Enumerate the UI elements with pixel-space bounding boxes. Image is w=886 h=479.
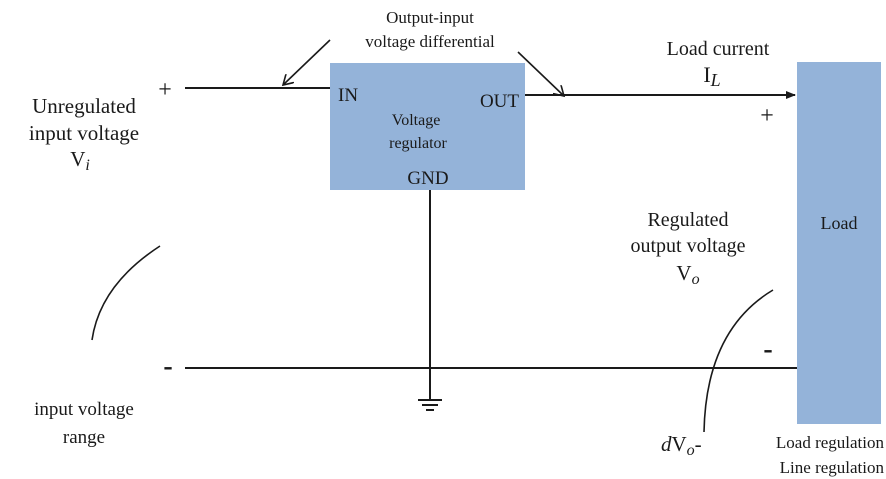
regulation-delta-symbol: dVo- (661, 432, 702, 459)
pin-gnd-label: GND (407, 168, 448, 189)
load-regulation-label: Load regulation (776, 433, 885, 452)
load-box (797, 62, 881, 424)
input-label-line2: input voltage (29, 121, 139, 145)
differential-arrow-left (283, 39, 331, 85)
output-range-arc (703, 289, 774, 433)
input-minus-sign: - (163, 351, 172, 382)
output-label-line2: output voltage (631, 235, 746, 257)
load-current-label: Load current (667, 38, 770, 60)
load-label: Load (821, 213, 858, 233)
input-voltage-symbol: Vi (70, 147, 90, 174)
load-current-symbol: IL (703, 62, 720, 90)
input-range-arc (91, 245, 161, 341)
regulator-name-line2: regulator (389, 135, 447, 152)
input-plus-sign: + (158, 77, 172, 103)
output-voltage-symbol: Vo (676, 261, 699, 288)
input-range-label-line1: input voltage (34, 399, 134, 420)
line-regulation-label: Line regulation (780, 458, 885, 477)
input-label-line1: Unregulated (32, 94, 136, 118)
regulator-name-line1: Voltage (392, 112, 441, 129)
output-minus-sign: - (763, 334, 772, 365)
pin-out-label: OUT (480, 91, 519, 112)
output-plus-sign: + (760, 103, 774, 129)
pin-in-label: IN (338, 85, 358, 106)
input-range-label-line2: range (63, 427, 105, 448)
differential-arrow-right (517, 51, 564, 96)
output-label-line1: Regulated (647, 209, 728, 231)
differential-label-line1: Output-input (386, 8, 474, 27)
voltage-regulator-box (330, 63, 525, 190)
differential-label-line2: voltage differential (365, 32, 495, 51)
ground-symbol-icon (418, 399, 442, 411)
